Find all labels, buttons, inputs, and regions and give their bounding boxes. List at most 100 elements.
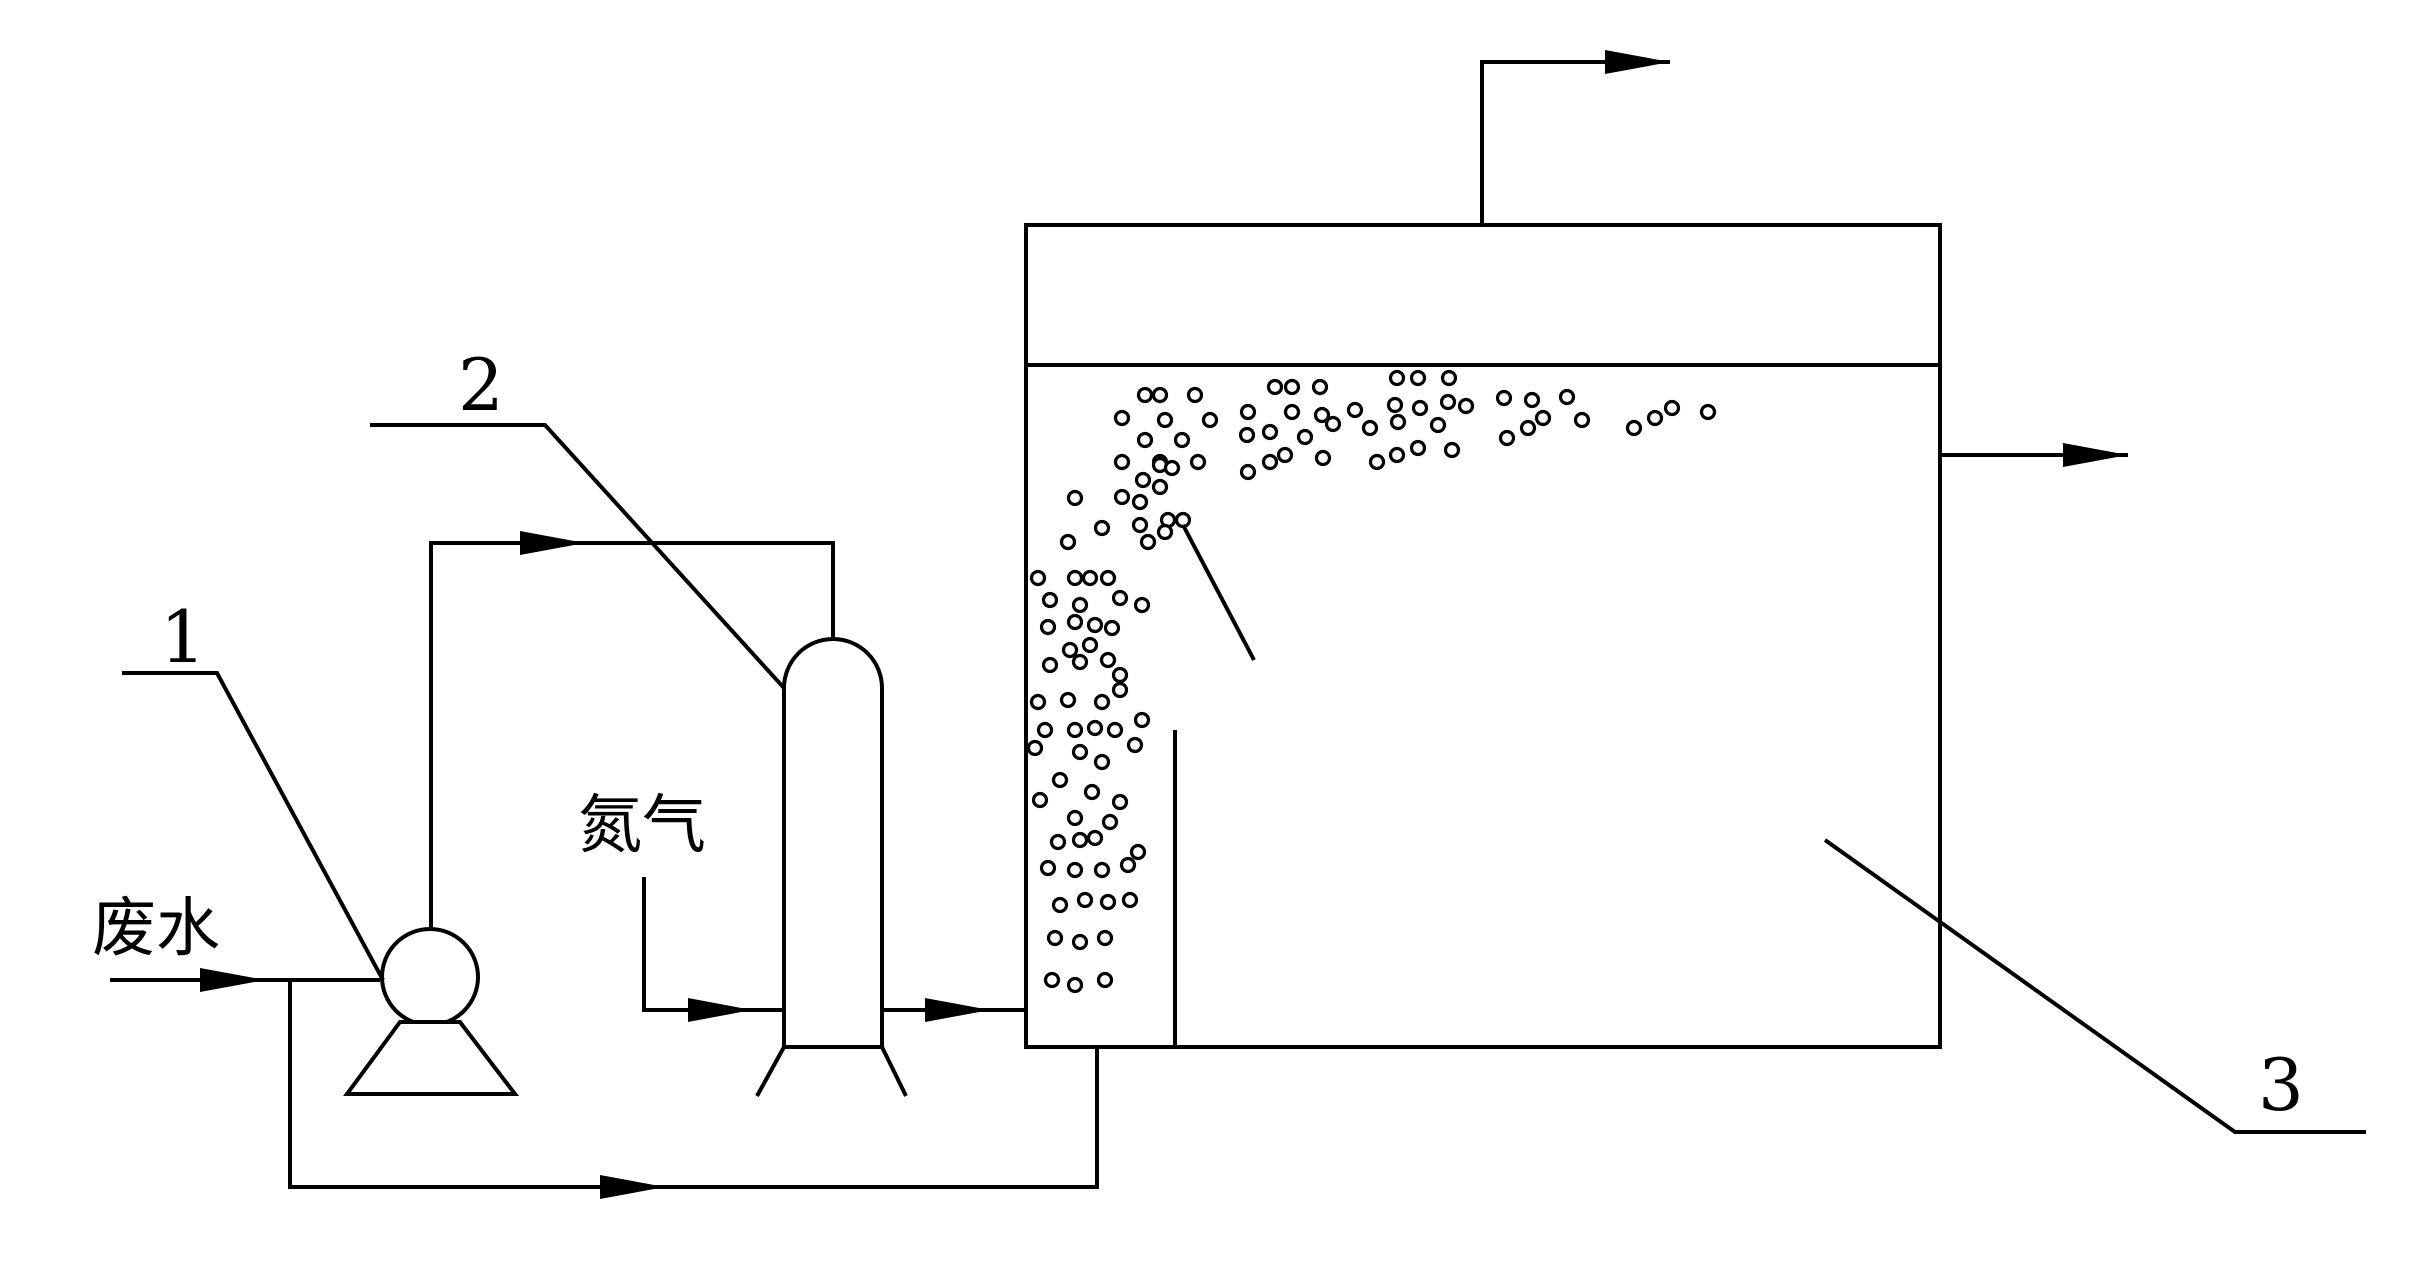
bubble: [1346, 401, 1364, 419]
bubble: [1099, 893, 1117, 911]
bubble: [1173, 431, 1191, 449]
bubble: [1121, 891, 1139, 909]
bubble: [1411, 399, 1429, 417]
bubble: [1314, 449, 1332, 467]
bubble: [1498, 429, 1516, 447]
bubble: [1066, 809, 1084, 827]
bubble: [1409, 369, 1427, 387]
bubble: [1151, 478, 1169, 496]
bubble: [1111, 681, 1129, 699]
bubble: [1440, 369, 1458, 387]
bubble: [1103, 619, 1121, 637]
bubble: [1186, 386, 1204, 404]
bubble: [1239, 403, 1257, 421]
bubble: [1031, 791, 1049, 809]
bubble: [1111, 589, 1129, 607]
bubble: [1043, 971, 1061, 989]
bubble: [1261, 453, 1279, 471]
bubble: [1133, 596, 1151, 614]
gas-outlet-line: [1480, 50, 1670, 225]
callout-3: 3: [2258, 1043, 2304, 1127]
bubble: [1096, 971, 1114, 989]
bubble: [1051, 771, 1069, 789]
bubble: [1201, 411, 1219, 429]
bubble: [1266, 378, 1284, 396]
leader-line-3: [1823, 838, 2366, 1134]
bubble: [1071, 653, 1089, 671]
flotation-tank: [1024, 223, 1942, 1049]
bubble: [1139, 533, 1157, 551]
bubble: [1386, 396, 1404, 414]
bubble: [1111, 793, 1129, 811]
bubble: [1457, 397, 1475, 415]
bubble: [1261, 423, 1279, 441]
bubble: [1429, 416, 1447, 434]
bubble: [1099, 651, 1117, 669]
bubble: [1113, 453, 1131, 471]
bubble: [1119, 856, 1137, 874]
bubble: [1534, 409, 1552, 427]
nitrogen-label: 氮气: [578, 789, 706, 863]
bubble: [1099, 569, 1117, 587]
pump: [343, 927, 520, 1096]
bubble: [1076, 891, 1094, 909]
bubble: [1066, 613, 1084, 631]
bubble: [1086, 616, 1104, 634]
bubble: [1439, 393, 1457, 411]
bubble: [1311, 378, 1329, 396]
bubble: [1163, 459, 1181, 477]
bubble: [1093, 861, 1111, 879]
bubble: [1071, 743, 1089, 761]
bubble: [1495, 389, 1513, 407]
bubble: [1106, 721, 1124, 739]
bubble: [1046, 929, 1064, 947]
bubble: [1409, 439, 1427, 457]
bubble: [1573, 411, 1591, 429]
bubble: [1443, 441, 1461, 459]
bubble: [1066, 569, 1084, 587]
leader-line-1: [122, 671, 385, 981]
bubble: [1086, 829, 1104, 847]
bubble: [1239, 463, 1257, 481]
bubble: [1296, 428, 1314, 446]
pump-discharge-line: [429, 531, 835, 929]
bubble: [1276, 446, 1294, 464]
bubble: [1041, 656, 1059, 674]
bubble: [1113, 488, 1131, 506]
treated-water-outlet-line: [1940, 443, 2128, 467]
bubble: [1238, 426, 1256, 444]
bubble: [1081, 636, 1099, 654]
bubble: [1361, 419, 1379, 437]
bubble: [1071, 933, 1089, 951]
bubble: [1029, 693, 1047, 711]
bubble: [1283, 403, 1301, 421]
bubble: [1151, 386, 1169, 404]
callout-1: 1: [160, 595, 206, 679]
bypass-line: [288, 980, 1099, 1199]
bubble: [1111, 666, 1129, 684]
bubble: [1126, 736, 1144, 754]
bubble: [1313, 406, 1331, 424]
bubble: [1523, 391, 1541, 409]
bubble: [1026, 739, 1044, 757]
bubble: [1029, 569, 1047, 587]
gas-dissolving-tank: [755, 637, 908, 1097]
bubble: [1388, 369, 1406, 387]
bubble: [1136, 431, 1154, 449]
bubble: [1066, 861, 1084, 879]
bubble: [1129, 843, 1147, 861]
bubble: [1059, 533, 1077, 551]
bubble: [1101, 813, 1119, 831]
bubble: [1093, 519, 1111, 537]
bubble: [1156, 411, 1174, 429]
bubble: [1051, 896, 1069, 914]
bubble: [1133, 711, 1151, 729]
bubble: [1066, 721, 1084, 739]
bubble: [1093, 693, 1111, 711]
bubble: [1036, 721, 1054, 739]
bubble: [1113, 409, 1131, 427]
bubble: [1039, 859, 1057, 877]
bubble: [1646, 409, 1664, 427]
wastewater-label: 废水: [92, 892, 220, 966]
